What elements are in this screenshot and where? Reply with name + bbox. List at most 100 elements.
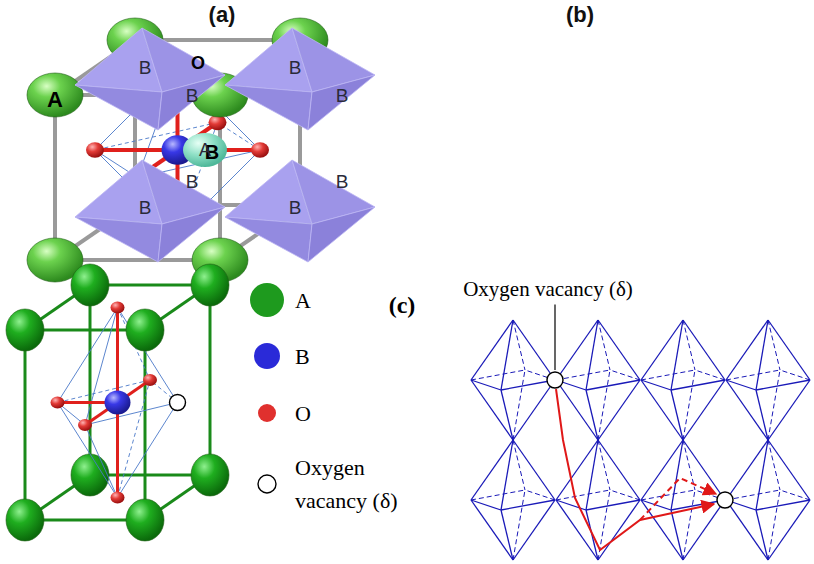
cube-edge [53,95,57,260]
oxygen-atom [251,142,269,157]
leader-line [554,305,555,370]
octahedron-hidden-edge [471,370,525,380]
a-site-atom [126,309,164,351]
octahedron-edge [671,510,683,560]
octahedron-face [75,85,162,130]
octahedron-edge [501,390,513,440]
oxygen-atom [78,419,92,431]
oxygen-atom [111,492,125,504]
cube-frame [25,285,210,520]
legend-item: O [247,393,427,433]
octahedron-hidden-edge [556,490,610,500]
octahedron-edge [58,308,118,403]
octahedron-edge [768,500,810,560]
a-site-atom [6,309,44,351]
octahedron-edge [671,440,683,510]
octahedron-edge [726,320,768,380]
callout-label: Oxygen vacancy (δ) [463,278,633,301]
octahedron-edge [641,380,671,390]
site-label: A [199,141,211,161]
octahedron-hidden-edge [513,490,525,560]
octahedron-edge [556,440,598,500]
octahedron-edge [501,500,555,510]
octahedron-edge [471,500,501,510]
octahedron-edge [671,320,683,390]
octahedron-edge [768,380,810,440]
octahedron-edge [641,440,683,500]
site-label: B [289,198,302,219]
legend-item: Oxygen vacancy (δ) [247,451,427,517]
octahedron-edge [726,380,756,390]
oxygen-vacancy [170,395,186,411]
site-label: B [139,58,152,79]
legend-swatch [247,280,287,320]
oxygen-atom [51,397,65,409]
octahedron-hidden-edge [780,370,810,380]
site-label: B [186,172,199,193]
oxygen-atom [111,302,125,314]
cube-edge [209,285,212,475]
octahedron-edge [671,380,725,390]
a-site-atom [191,264,229,306]
a-site-atom [6,499,44,541]
octahedron-hidden-edge [598,320,610,370]
site-label: B [336,172,349,193]
octahedron-edge [586,500,640,510]
octahedron-edge [641,500,671,510]
octahedron-edge [556,320,598,380]
octahedron-hidden-edge [683,440,695,490]
swatch-sphere [254,343,280,369]
swatch-sphere [258,404,276,422]
octahedron-hidden-edge [525,490,555,500]
a-site-atom [191,454,229,496]
octahedron-edge [756,510,768,560]
octahedron-hidden-edge [726,490,780,500]
octahedron-edge [756,380,810,390]
octahedron-face [225,217,312,262]
perovskite-cell [27,18,328,282]
octahedron-hidden-edge [598,440,610,490]
panel-label: (b) [566,3,594,27]
octahedron-edge [58,403,118,498]
oxygen-atom [143,374,157,386]
octahedron-hidden-edge [513,320,525,370]
octahedron-edge [501,320,513,390]
octahedron-edge [756,500,810,510]
cube-edge [144,330,147,520]
octahedron-hidden-edge [471,490,525,500]
octahedron-edge [501,510,513,560]
site-label: B [336,86,349,107]
octahedron-edge [756,440,768,510]
octahedron-hidden-edge [610,490,640,500]
octahedron-hidden-edge [683,490,695,560]
atom-label: O [191,54,205,74]
octahedron-hidden-edge [610,370,640,380]
legend-text: B [295,340,427,373]
octahedron-hidden-edge [768,440,780,490]
octahedron-edge [641,320,683,380]
octahedron-hidden-edge [556,370,610,380]
octahedron-face [308,207,375,262]
octahedron-hidden-edge [780,490,810,500]
legend-text: A [295,284,427,317]
swatch-sphere [250,283,284,317]
octahedron-face [75,217,162,262]
cube-edge [89,285,92,475]
site-label: B [139,198,152,219]
octahedron-edge [513,500,555,560]
octahedron-face [158,75,225,130]
octahedron-hidden-edge [513,440,525,490]
panel-label: (c) [389,292,416,318]
a-site-atom [183,133,227,167]
vacancy-symbol [258,475,276,493]
octahedron-edge [471,380,501,390]
octahedron-hidden-edge [641,490,695,500]
octahedron-edge [586,390,598,440]
octahedron-edge [501,440,513,510]
octahedron-face [158,207,225,262]
octahedron-edge [85,425,118,498]
octahedron-hidden-edge [768,320,780,370]
octahedron-edge [598,380,640,440]
